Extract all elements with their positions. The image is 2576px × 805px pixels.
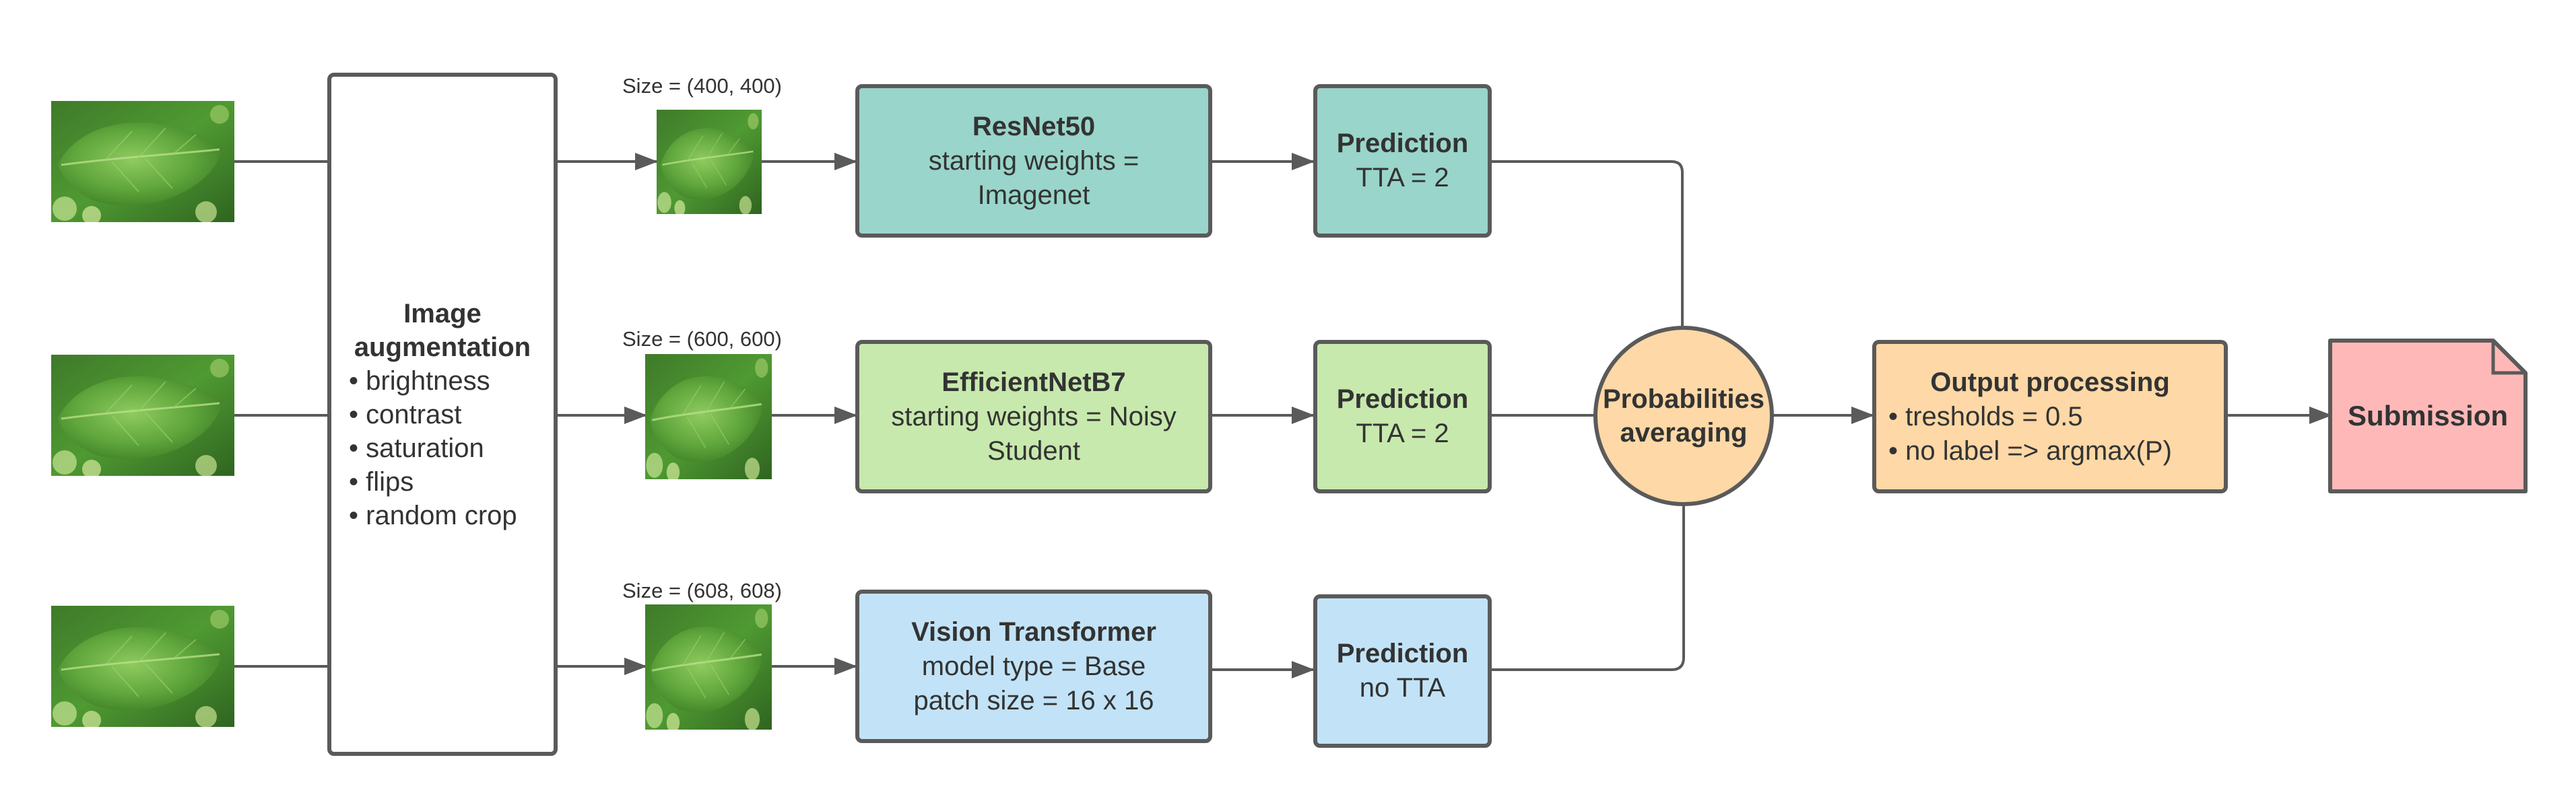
input-leaf-image-2 <box>51 355 234 476</box>
prediction-detail: TTA = 2 <box>1356 419 1449 448</box>
input-leaf-image-1 <box>51 101 234 222</box>
resized-leaf-image-vit <box>645 604 772 730</box>
size-label-resnet: Size = (400, 400) <box>622 74 782 98</box>
resnet50-model-box: ResNet50 starting weights = Imagenet <box>855 84 1212 238</box>
model-detail: starting weights = Noisy <box>891 401 1177 431</box>
connector-prediction-1-to-averaging <box>1492 160 1684 326</box>
prediction-box-effnet: Prediction TTA = 2 <box>1313 340 1492 493</box>
output-title: Output processing <box>1930 367 2170 397</box>
output-processing-box: Output processing tresholds = 0.5 no lab… <box>1872 340 2228 493</box>
model-detail: patch size = 16 x 16 <box>913 685 1154 715</box>
connector-prediction-3-to-averaging <box>1492 506 1685 671</box>
submission-document: Submission <box>2328 339 2528 493</box>
prediction-detail: no TTA <box>1359 673 1446 703</box>
model-detail: Student <box>987 435 1080 466</box>
averaging-line-2: averaging <box>1620 418 1748 448</box>
augmentation-list: brightness contrast saturation flips ran… <box>349 364 536 532</box>
augmentation-title: Image augmentation <box>354 298 531 362</box>
prediction-title: Prediction <box>1336 639 1469 668</box>
probabilities-averaging-node: Probabilities averaging <box>1593 326 1774 506</box>
image-augmentation-box: Image augmentation brightness contrast s… <box>327 73 558 756</box>
output-item: tresholds = 0.5 <box>1888 400 2224 434</box>
model-title: Vision Transformer <box>911 617 1156 647</box>
submission-label: Submission <box>2347 400 2509 431</box>
output-list: tresholds = 0.5 no label => argmax(P) <box>1876 400 2224 468</box>
efficientnetb7-model-box: EfficientNetB7 starting weights = Noisy … <box>855 340 1212 493</box>
augmentation-item: saturation <box>349 431 536 465</box>
output-item: no label => argmax(P) <box>1888 434 2224 468</box>
vision-transformer-model-box: Vision Transformer model type = Base pat… <box>855 590 1212 743</box>
input-leaf-image-3 <box>51 606 234 727</box>
size-label-effnet: Size = (600, 600) <box>622 327 782 351</box>
prediction-title: Prediction <box>1336 384 1469 414</box>
augmentation-item: flips <box>349 465 536 499</box>
prediction-box-resnet: Prediction TTA = 2 <box>1313 84 1492 238</box>
averaging-line-1: Probabilities <box>1602 384 1765 414</box>
model-detail: model type = Base <box>921 651 1146 681</box>
size-label-vit: Size = (608, 608) <box>622 579 782 602</box>
resized-leaf-image-effnet <box>645 354 772 479</box>
prediction-detail: TTA = 2 <box>1356 163 1449 193</box>
model-title: ResNet50 <box>972 111 1096 141</box>
model-detail: starting weights = <box>928 145 1140 176</box>
prediction-box-vit: Prediction no TTA <box>1313 594 1492 748</box>
augmentation-item: contrast <box>349 398 536 431</box>
model-title: EfficientNetB7 <box>942 367 1126 397</box>
prediction-title: Prediction <box>1336 129 1469 158</box>
document-shape <box>2328 339 2528 493</box>
resized-leaf-image-resnet <box>657 110 762 214</box>
augmentation-item: random crop <box>349 499 536 532</box>
augmentation-item: brightness <box>349 364 536 398</box>
model-detail: Imagenet <box>977 180 1090 210</box>
